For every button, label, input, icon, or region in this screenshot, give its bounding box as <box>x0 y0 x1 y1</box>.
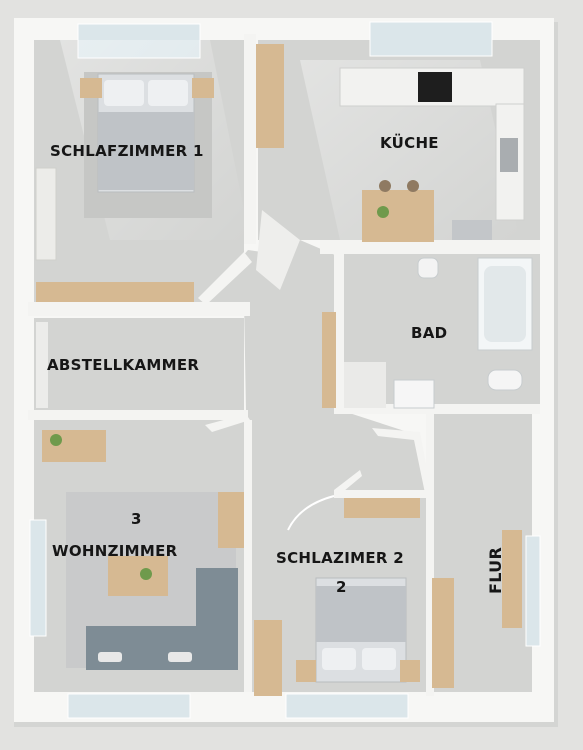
label-abstellkammer: ABSTELLKAMMER <box>47 356 200 374</box>
bedroom2-furniture <box>254 498 522 696</box>
bathroom-furniture <box>344 257 533 409</box>
label-wohnzimmer: WOHNZIMMER <box>52 542 178 560</box>
label-bad: BAD <box>411 324 448 342</box>
label-wohnzimmer-number: 3 <box>131 510 142 528</box>
living-room-furniture <box>42 430 244 670</box>
label-schlafzimmer1: SCHLAFZIMMER 1 <box>50 142 204 160</box>
label-schlafzimmer2: SCHLAZIMER 2 <box>276 549 404 567</box>
hall-furniture <box>256 210 336 408</box>
storage-furniture <box>36 322 48 408</box>
label-schlafzimmer2-number: 2 <box>336 578 347 596</box>
bedroom1-furniture <box>35 72 214 302</box>
label-kueche: KÜCHE <box>380 134 439 152</box>
internal-walls <box>28 34 540 696</box>
label-flur: FLUR <box>486 546 505 594</box>
door-swing <box>287 495 335 531</box>
kitchen-furniture <box>256 44 525 242</box>
